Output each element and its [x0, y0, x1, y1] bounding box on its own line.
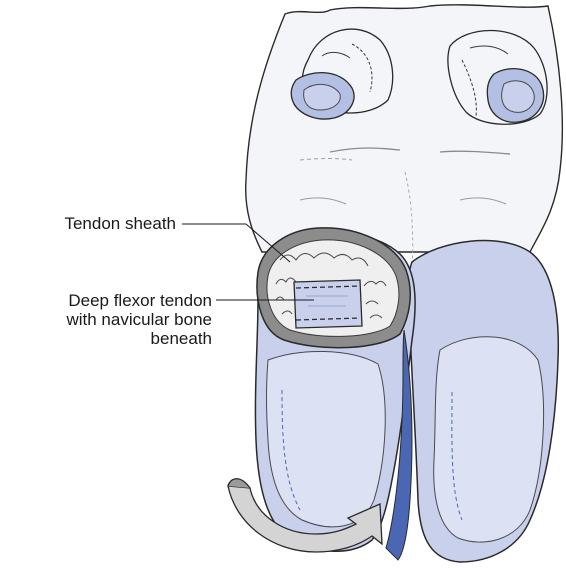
deep-flexor-tendon [294, 280, 362, 328]
deep-flexor-label-line3: beneath [2, 329, 212, 348]
right-hoof-claw [408, 241, 558, 562]
deep-flexor-label-line2: with navicular bone [2, 310, 212, 329]
deep-flexor-tendon-label: Deep flexor tendon with navicular bone b… [2, 291, 212, 348]
tendon-sheath-label: Tendon sheath [30, 214, 176, 233]
deep-flexor-label-line1: Deep flexor tendon [2, 291, 212, 310]
